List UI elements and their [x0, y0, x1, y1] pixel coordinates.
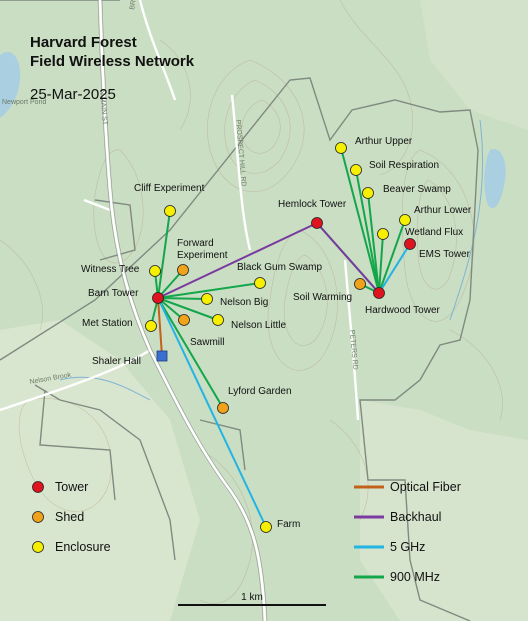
road-label: N MAIN ST [98, 90, 108, 127]
site-label-wetland: Wetland Flux [405, 227, 463, 238]
site-label-cliff: Cliff Experiment [134, 183, 205, 194]
site-marker-cliff[interactable] [164, 205, 176, 217]
newport-pond [0, 51, 21, 118]
legend-tower-label: Tower [55, 480, 88, 494]
site-label-nelsonbig: Nelson Big [220, 297, 268, 308]
site-marker-soilresp[interactable] [350, 164, 362, 176]
scale-bar: 1 km [178, 592, 326, 606]
link-optical-fiber-barn-shaler [157, 297, 163, 357]
site-marker-barn[interactable] [152, 292, 164, 304]
link-mhz900-barn-cliff [157, 210, 171, 299]
road-label: BRIGGS RD [129, 0, 143, 10]
road-label: Newport Pond [2, 99, 46, 106]
network-nodes [145, 142, 416, 533]
site-label-nelsonlittle: Nelson Little [231, 320, 286, 331]
site-marker-nelsonbig[interactable] [201, 293, 213, 305]
legend: Tower Shed Enclosure Optical Fiber Backh… [32, 480, 461, 584]
site-marker-hemlock[interactable] [311, 217, 323, 229]
site-label-hemlock: Hemlock Tower [278, 199, 347, 210]
pond-right [484, 149, 506, 209]
site-label-sawmill: Sawmill [190, 337, 224, 348]
site-label-lyford: Lyford Garden [228, 386, 292, 397]
link-mhz900-barn-nelsonlittle [157, 297, 219, 321]
link-ghz5-hardwood-ems [378, 243, 411, 294]
legend-900mhz-label: 900 MHz [390, 570, 440, 584]
stream [59, 376, 151, 401]
legend-5ghz-label: 5 GHz [390, 540, 425, 554]
site-label-soilresp: Soil Respiration [369, 160, 439, 171]
site-marker-sawmill[interactable] [178, 314, 190, 326]
legend-enclosure-label: Enclosure [55, 540, 111, 554]
legend-tower-marker [32, 481, 44, 493]
site-marker-forward[interactable] [177, 264, 189, 276]
site-marker-arthurupper[interactable] [335, 142, 347, 154]
site-marker-beaver[interactable] [362, 187, 374, 199]
clearing [0, 320, 200, 621]
site-label-met: Met Station [82, 318, 133, 329]
stream [449, 119, 484, 321]
site-label-beaver: Beaver Swamp [383, 184, 451, 195]
clearing [360, 400, 528, 621]
map-date: 25-Mar-2025 [30, 86, 116, 103]
site-label-barn: Barn Tower [88, 288, 139, 299]
site-label-witness: Witness Tree [81, 264, 140, 275]
legend-optical-fiber-label: Optical Fiber [390, 480, 461, 494]
link-mhz900-barn-forward [157, 269, 184, 299]
legend-shed-marker [32, 511, 44, 523]
map-title-line1: Harvard Forest [30, 34, 137, 51]
site-label-hardwood: Hardwood Tower [365, 305, 441, 316]
site-marker-nelsonlittle[interactable] [212, 314, 224, 326]
road-label: PETERS RD [348, 330, 358, 371]
site-marker-blackgum[interactable] [254, 277, 266, 289]
site-label-shaler: Shaler Hall [92, 356, 141, 367]
link-ghz5-barn-farm [157, 297, 267, 528]
scale-bar-label: 1 km [241, 592, 263, 603]
link-mhz900-hardwood-arthurupper [340, 147, 380, 294]
legend-enclosure-marker [32, 541, 44, 553]
link-mhz900-hardwood-wetland [378, 233, 384, 294]
site-marker-hardwood[interactable] [373, 287, 385, 299]
map-title-line2: Field Wireless Network [30, 53, 195, 70]
link-mhz900-hardwood-arthurlower [378, 219, 406, 294]
site-label-soilwarm: Soil Warming [293, 292, 352, 303]
legend-backhaul-label: Backhaul [390, 510, 441, 524]
site-marker-wetland[interactable] [377, 228, 389, 240]
site-marker-shaler[interactable] [156, 350, 168, 362]
link-mhz900-barn-lyford [157, 297, 224, 409]
site-label-blackgum: Black Gum Swamp [237, 262, 322, 273]
site-marker-lyford[interactable] [217, 402, 229, 414]
site-label-arthurlower: Arthur Lower [414, 205, 472, 216]
link-backhaul-barn-hemlock [157, 222, 318, 299]
link-mhz900-barn-blackgum [157, 282, 261, 299]
site-label-arthurupper: Arthur Upper [355, 136, 413, 147]
site-marker-met[interactable] [145, 320, 157, 332]
site-marker-witness[interactable] [149, 265, 161, 277]
link-backhaul-hemlock-hardwood [316, 222, 380, 294]
roads [0, 0, 360, 621]
site-marker-ems[interactable] [404, 238, 416, 250]
clearing [420, 0, 528, 130]
roads-casing [97, 0, 268, 621]
legend-shed-label: Shed [55, 510, 84, 524]
site-label-farm: Farm [277, 519, 300, 530]
site-marker-farm[interactable] [260, 521, 272, 533]
link-mhz900-barn-nelsonbig [157, 297, 208, 300]
site-marker-soilwarm[interactable] [354, 278, 366, 290]
site-marker-arthurlower[interactable] [399, 214, 411, 226]
link-mhz900-hardwood-soilresp [355, 169, 380, 294]
property-boundary [0, 0, 479, 621]
link-mhz900-hardwood-beaver [367, 192, 380, 294]
site-label-ems: EMS Tower [419, 249, 471, 260]
